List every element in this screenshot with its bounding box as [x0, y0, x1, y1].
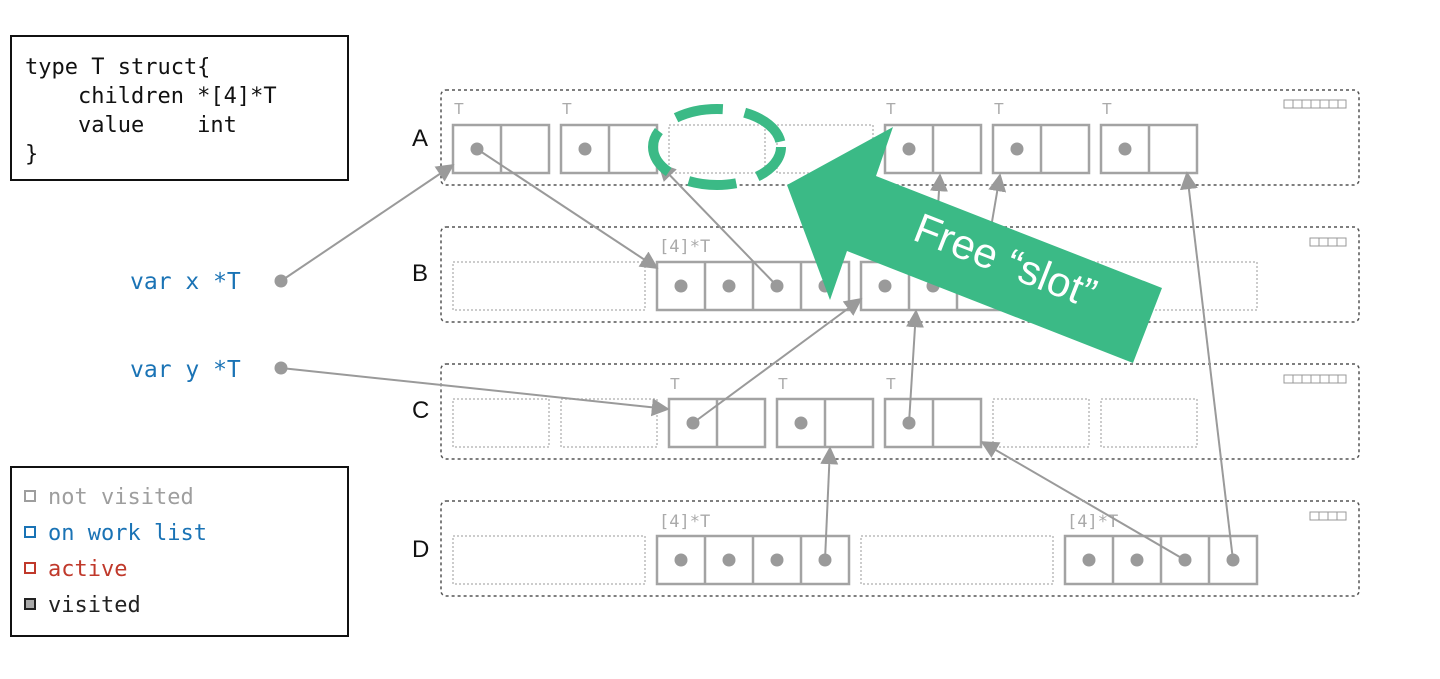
free-slot-callout-arrow: Free “slot” — [787, 127, 1162, 363]
not-visited-swatch-icon — [24, 490, 36, 502]
span-c-objects: T T T — [452, 376, 1198, 449]
span-a-label: A — [412, 125, 428, 152]
pointer-dot — [878, 279, 892, 293]
pointer-dot — [1130, 553, 1144, 567]
span-a-type-label: T — [1102, 101, 1112, 118]
object-a6 — [991, 123, 1091, 175]
span-a-type-label: T — [994, 101, 1004, 118]
free-slot-d1 — [452, 535, 646, 585]
span-d-type-label: [4]*T — [659, 512, 710, 532]
var-y: var y *T — [130, 357, 288, 383]
span-b-type-label: [4]*T — [659, 237, 710, 257]
pointer-arrow — [1179, 171, 1234, 561]
pointer-arrow — [657, 162, 778, 287]
span-c-type-label: T — [886, 376, 896, 393]
span-c-bitmap-icon — [1283, 374, 1347, 384]
span-a-type-label: T — [562, 101, 572, 118]
span-c-type-label: T — [670, 376, 680, 393]
legend-item-active: active — [24, 557, 127, 582]
span-a — [440, 89, 1360, 186]
pointer-dot — [722, 279, 736, 293]
pointer-arrow — [280, 163, 455, 282]
span-a-objects: T T T T T — [451, 101, 1199, 175]
active-swatch-icon — [24, 562, 36, 574]
object-a5 — [883, 123, 983, 175]
var-y-label: var y *T — [130, 357, 241, 383]
legend-label: on work list — [48, 521, 207, 546]
span-b-bitmap-icon — [1309, 237, 1347, 247]
span-d-bitmap-icon — [1309, 511, 1347, 521]
code-line-3: value int — [25, 113, 237, 138]
span-d-objects: [4]*T [4]*T — [452, 512, 1259, 586]
span-d-type-label: [4]*T — [1067, 512, 1118, 532]
pointer-dot — [794, 416, 808, 430]
visited-swatch-icon — [24, 598, 36, 610]
span-c-label: C — [412, 397, 429, 424]
span-a-type-label: T — [454, 101, 464, 118]
free-slot-b1 — [452, 261, 646, 311]
pointer-dot — [722, 553, 736, 567]
pointer-dot — [770, 553, 784, 567]
object-a7 — [1099, 123, 1199, 175]
span-d — [440, 500, 1360, 597]
pointer-dot — [1118, 142, 1132, 156]
legend-item-visited: visited — [24, 593, 141, 618]
legend-label: not visited — [48, 485, 194, 510]
span-a-bitmap-icon — [1283, 99, 1347, 109]
pointer-dot — [578, 142, 592, 156]
object-d4 — [1063, 534, 1259, 586]
legend: not visited on work list active visited — [10, 466, 349, 637]
span-c-type-label: T — [778, 376, 788, 393]
code-box: type T struct{ children *[4]*T value int… — [10, 35, 349, 181]
pointer-dot — [674, 279, 688, 293]
pointer-arrow — [280, 367, 670, 417]
pointer-arrow — [980, 441, 1186, 561]
free-slot-a3 — [668, 124, 766, 174]
free-slot-d3 — [860, 535, 1054, 585]
code-line-1: type T struct{ — [25, 55, 210, 80]
object-c5 — [883, 397, 983, 449]
pointer-dot — [674, 553, 688, 567]
free-slot-c1 — [452, 398, 550, 448]
free-slot-highlight-ring — [648, 104, 786, 190]
legend-label: visited — [48, 593, 141, 618]
free-slot-c2 — [560, 398, 658, 448]
var-x: var x *T — [130, 269, 288, 295]
object-c4 — [775, 397, 875, 449]
pointer-arrows — [280, 148, 1234, 561]
code-line-2: children *[4]*T — [25, 84, 277, 109]
pointer-dot — [1010, 142, 1024, 156]
object-d2 — [655, 534, 851, 586]
legend-item-on-work-list: on work list — [24, 521, 207, 546]
pointer-arrow — [820, 446, 839, 561]
code-line-4: } — [25, 142, 38, 167]
free-slot-c7 — [1100, 398, 1198, 448]
span-c — [440, 363, 1360, 460]
legend-item-not-visited: not visited — [24, 485, 194, 510]
object-a2 — [559, 123, 659, 175]
object-c3 — [667, 397, 767, 449]
on-work-list-swatch-icon — [24, 526, 36, 538]
span-d-label: D — [412, 536, 429, 563]
pointer-dot — [902, 142, 916, 156]
free-slot-c6 — [992, 398, 1090, 448]
var-x-label: var x *T — [130, 269, 241, 295]
legend-label: active — [48, 557, 127, 582]
pointer-arrow — [692, 297, 863, 424]
span-b-label: B — [412, 260, 428, 287]
span-a-type-label: T — [886, 101, 896, 118]
pointer-arrow — [906, 309, 924, 424]
pointer-dot — [1082, 553, 1096, 567]
pointer-arrow — [476, 148, 659, 269]
